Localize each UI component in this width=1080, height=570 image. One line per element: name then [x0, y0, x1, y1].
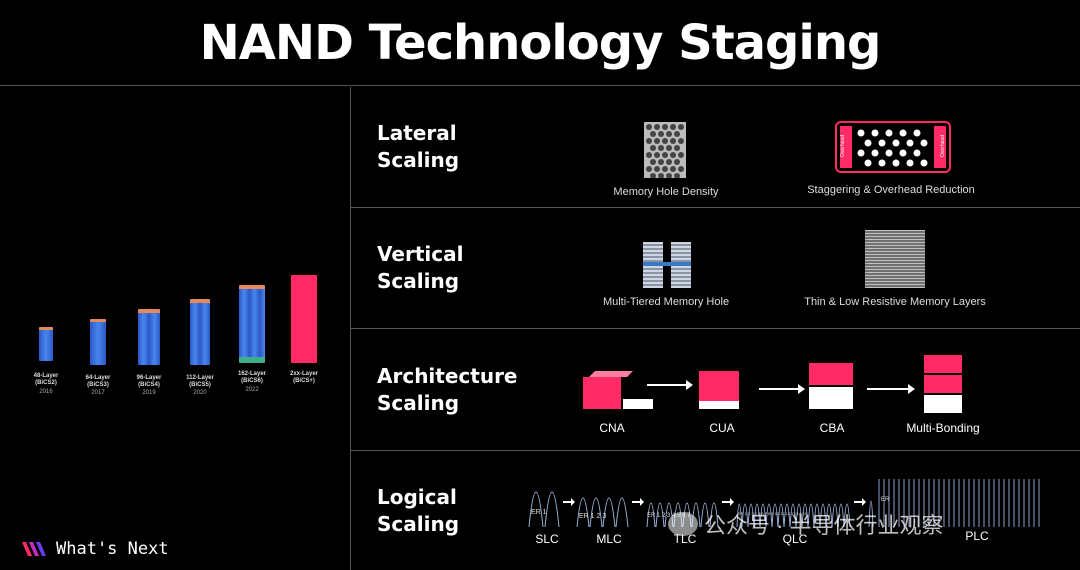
cua-block — [699, 365, 747, 409]
chip-year: 2019 — [142, 390, 156, 396]
chip-lineup: 48-Layer(BiCS2) 2016 64-Layer(BiCS3) 201… — [0, 87, 350, 570]
caption-cba: CBA — [819, 421, 845, 435]
caption-multi-bonding: Multi-Bonding — [906, 421, 980, 435]
generations-panel: 48-Layer(BiCS2) 2016 64-Layer(BiCS3) 201… — [0, 87, 350, 570]
watermark-text: 公众号 · 半导体行业观察 — [704, 513, 944, 538]
multi-tiered-memory-hole-image — [643, 242, 691, 288]
state-labels-plc: ER — [881, 497, 890, 503]
state-labels-slc: ER 1 — [531, 509, 547, 516]
logo-icon — [22, 542, 48, 556]
overhead-label-left: Overhead — [840, 135, 846, 157]
caption-cna: CNA — [599, 421, 625, 435]
chip-label: 96-Layer(BiCS4) — [136, 375, 162, 388]
vertical-divider — [350, 87, 351, 570]
chip-year: 2022 — [245, 387, 259, 393]
multi-bonding-block — [924, 355, 966, 415]
state-labels-qlc: ER 1 2 3 4 5 6 7 8 9 10 11 12 13 14 15 — [738, 511, 807, 516]
arrow-icon — [647, 380, 693, 390]
caption-qlc: QLC — [782, 532, 808, 546]
chip-112-layer-image — [190, 299, 210, 365]
chip-label: 48-Layer(BiCS2) — [33, 373, 59, 386]
chip-label: 64-Layer(BiCS3) — [85, 375, 111, 388]
chip-48-layer-image — [39, 327, 53, 361]
wechat-icon — [668, 512, 698, 536]
chip-year: 2016 — [39, 389, 53, 395]
chip-96-layer-image — [138, 309, 160, 365]
state-labels-mlc: ER 1 2 3 — [579, 513, 607, 520]
thin-memory-layers-image — [865, 230, 925, 288]
arrow-icon — [759, 384, 805, 394]
caption-mlc: MLC — [596, 532, 622, 546]
chip-label: 2xx-Layer(BiCS+) — [289, 371, 319, 384]
cna-block — [583, 371, 633, 409]
caption-thin-layers: Thin & Low Resistive Memory Layers — [804, 296, 986, 308]
overhead-label-right: Overhead — [940, 135, 946, 157]
state-labels-tlc: ER 1 2 3 4 5 6 7 — [647, 513, 691, 519]
chip-2xx-layer-image — [291, 275, 317, 363]
cna-peripheral — [623, 399, 653, 409]
caption-memory-hole-density: Memory Hole Density — [613, 186, 719, 198]
caption-slc: SLC — [535, 532, 559, 546]
chip-year: 2017 — [91, 390, 105, 396]
chip-64-layer-image — [90, 319, 106, 365]
brand-logo: What's Next — [22, 539, 169, 559]
memory-hole-density-image — [644, 122, 686, 178]
brand-name: What's Next — [56, 539, 169, 559]
arrow-icon — [867, 384, 915, 394]
title-bar: NAND Technology Staging — [0, 0, 1080, 86]
caption-plc: PLC — [965, 529, 989, 543]
caption-staggering: Staggering & Overhead Reduction — [807, 184, 975, 196]
watermark: 公众号 · 半导体行业观察 — [668, 508, 944, 540]
caption-cua: CUA — [709, 421, 735, 435]
chip-162-layer-image — [239, 285, 265, 363]
chip-label: 162-Layer(BiCS6) — [237, 371, 267, 384]
cba-block — [809, 363, 859, 409]
chip-year: 2020 — [193, 390, 207, 396]
page-title: NAND Technology Staging — [199, 14, 882, 71]
staggering-overhead-image: Overhead Overhead — [835, 121, 951, 173]
chip-label: 112-Layer(BiCS5) — [186, 375, 214, 388]
caption-multi-tiered: Multi-Tiered Memory Hole — [602, 296, 730, 308]
